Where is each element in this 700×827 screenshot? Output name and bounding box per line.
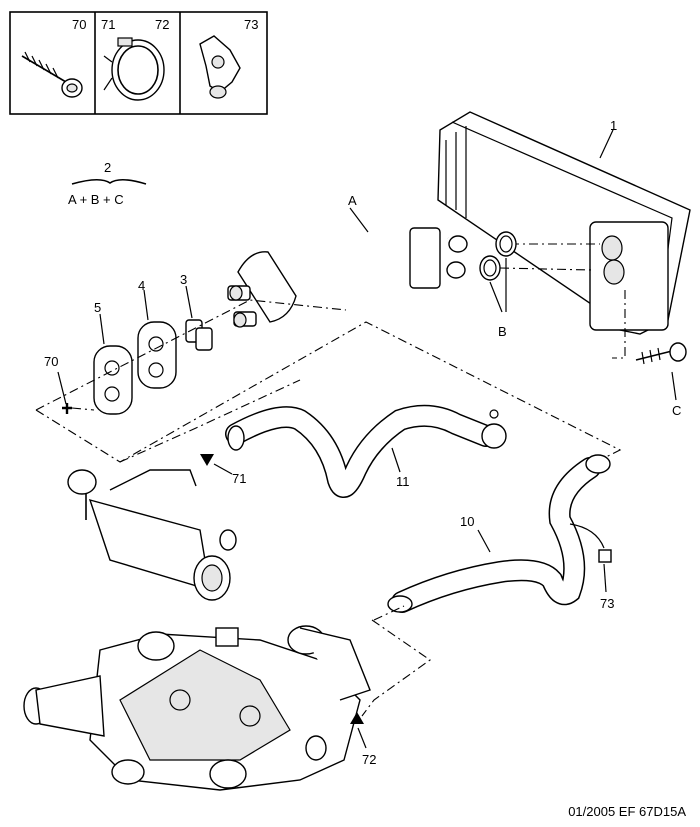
callout-ref-73: 73: [600, 596, 614, 611]
pipe-assembly-a: A: [227, 193, 468, 328]
callout-hose-11: 11: [396, 474, 410, 489]
sensor-clip-icon: [199, 35, 241, 99]
thermostat-housing: [23, 625, 371, 791]
seals-b: B: [479, 231, 517, 339]
callout-screw-c: C: [672, 403, 681, 418]
group-number: 2: [104, 160, 111, 175]
callout-seals-b: B: [498, 324, 507, 339]
ref-72-marker: 72: [350, 712, 376, 767]
group-legend: 2 A + B + C: [68, 160, 147, 207]
callout-heater-core: 1: [610, 118, 617, 133]
inset-label-70: 70: [72, 17, 86, 32]
callout-ref-70: 70: [44, 354, 58, 369]
seal-3: 3: [180, 272, 213, 351]
callout-ref-71: 71: [232, 471, 246, 486]
screw-icon: [21, 51, 83, 98]
gasket-5: 5: [93, 300, 133, 415]
callout-seal-3: 3: [180, 272, 187, 287]
inset-label-73: 73: [244, 17, 258, 32]
ref-73-marker: 73: [600, 563, 614, 611]
inset-label-72: 72: [155, 17, 169, 32]
callout-gasket-4: 4: [138, 278, 145, 293]
callout-hose-10: 10: [460, 514, 474, 529]
inset-label-71: 71: [101, 17, 115, 32]
heater-core: 1: [437, 111, 691, 335]
ref-71-marker: 71: [200, 454, 246, 486]
callout-ref-72: 72: [362, 752, 376, 767]
hose-10: 10: [387, 454, 612, 613]
hose-11: 11: [225, 404, 507, 499]
drawing-reference: 01/2005 EF 67D15A: [568, 804, 686, 819]
screw-c: C: [635, 342, 687, 418]
inset-panel: 70 71 72 73: [9, 11, 268, 115]
gasket-4: 4: [137, 278, 177, 389]
clamp-icon: [103, 37, 165, 101]
callout-gasket-5: 5: [94, 300, 101, 315]
ref-70-marker: 70: [44, 354, 95, 414]
egr-cooler: [67, 469, 237, 601]
callout-pipe-a: A: [348, 193, 357, 208]
group-formula: A + B + C: [68, 192, 124, 207]
